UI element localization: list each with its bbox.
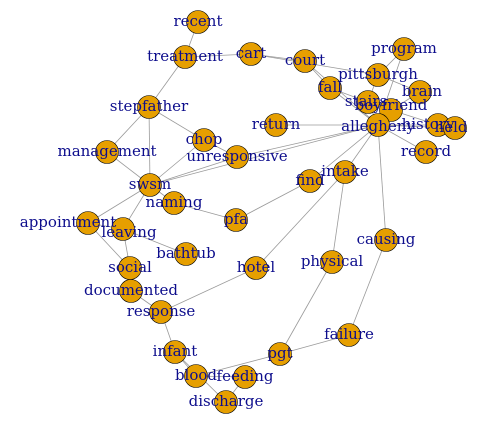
node-failure — [337, 323, 361, 347]
node-stepfather — [137, 95, 161, 119]
node-allegheny — [366, 113, 390, 137]
node-bathtub — [174, 242, 198, 266]
node-label-swsm: swsm — [129, 175, 171, 193]
node-label-physical: physical — [301, 252, 364, 270]
node-label-documented: documented — [84, 281, 178, 299]
node-pfa — [224, 208, 248, 232]
node-intake — [333, 160, 357, 184]
edge-pgt-blood — [195, 353, 281, 377]
edge-swsm-unresponsive — [149, 156, 238, 186]
edge-pfa-find — [235, 180, 311, 221]
node-label-pittsburgh: pittsburgh — [338, 65, 418, 83]
node-label-return: return — [252, 115, 301, 133]
edge-unresponsive-allegheny — [236, 124, 379, 158]
node-label-response: response — [127, 302, 196, 320]
edge-pgt-failure — [279, 334, 350, 355]
edge-find-allegheny — [309, 124, 379, 182]
label-layer: recent treatment cart court program pittsburg… — [20, 12, 468, 410]
node-label-social: social — [108, 258, 152, 276]
node-response — [149, 300, 173, 324]
node-recent — [186, 10, 210, 34]
node-label-hotel: hotel — [237, 258, 276, 276]
node-return — [264, 113, 288, 137]
node-label-management: management — [57, 142, 156, 160]
node-label-treatment: treatment — [147, 47, 223, 65]
node-label-naming: naming — [146, 193, 203, 211]
edge-physical-pgt — [279, 261, 333, 355]
node-fall — [318, 76, 342, 100]
node-label-recent: recent — [173, 12, 222, 30]
edge-intake-physical — [331, 171, 346, 263]
node-label-blood: blood — [175, 366, 217, 384]
node-documented — [119, 279, 143, 303]
node-treatment — [173, 45, 197, 69]
node-label-court: court — [285, 51, 325, 69]
node-cart — [239, 42, 263, 66]
node-label-find: find — [295, 171, 325, 189]
node-label-causing: causing — [357, 230, 416, 248]
edge-hotel-intake — [255, 171, 346, 269]
node-appointment — [76, 211, 100, 235]
node-find — [298, 169, 322, 193]
node-label-boyfriend: boyfriend — [355, 96, 428, 114]
edge-swsm-allegheny — [149, 124, 379, 186]
node-label-bathtub: bathtub — [156, 244, 216, 262]
edge-stepfather-swsm — [148, 106, 151, 186]
node-label-allegheny: allegheny — [341, 117, 415, 135]
node-label-history: history — [402, 115, 455, 133]
node-label-failure: failure — [324, 325, 374, 343]
edge-court-allegheny — [304, 60, 379, 126]
node-leaving — [111, 217, 135, 241]
node-held — [443, 116, 467, 140]
node-physical — [320, 250, 344, 274]
node-label-held: held — [435, 118, 468, 136]
node-program — [392, 37, 416, 61]
node-court — [293, 49, 317, 73]
node-swsm — [138, 173, 162, 197]
node-label-leaving: leaving — [101, 223, 157, 241]
node-management — [95, 140, 119, 164]
node-feeding — [233, 365, 257, 389]
node-naming — [162, 191, 186, 215]
node-infant — [163, 340, 187, 364]
node-label-intake: intake — [321, 162, 369, 180]
node-label-record: record — [401, 142, 452, 160]
node-label-fall: fall — [318, 78, 342, 96]
node-layer — [76, 10, 467, 414]
node-brain — [408, 80, 432, 104]
node-discharge — [214, 390, 238, 414]
node-label-discharge: discharge — [189, 392, 264, 410]
node-pittsburgh — [366, 63, 390, 87]
node-label-pgt: pgt — [267, 344, 292, 362]
edge-causing-allegheny — [377, 124, 387, 241]
node-chop — [192, 128, 216, 152]
node-hotel — [244, 256, 268, 280]
node-unresponsive — [225, 145, 249, 169]
node-label-appointment: appointment — [20, 213, 116, 231]
node-stairs — [356, 90, 380, 114]
node-label-stairs: stairs — [345, 92, 387, 110]
node-label-program: program — [371, 39, 437, 57]
edge-failure-causing — [348, 239, 387, 336]
edge-swsm-appointment — [87, 184, 151, 224]
node-label-unresponsive: unresponsive — [186, 147, 287, 165]
node-causing — [374, 228, 398, 252]
node-record — [414, 140, 438, 164]
node-label-infant: infant — [153, 342, 198, 360]
node-blood — [184, 364, 208, 388]
node-label-feeding: feeding — [217, 367, 274, 385]
node-label-cart: cart — [236, 44, 267, 62]
node-label-brain: brain — [402, 82, 443, 100]
node-label-chop: chop — [186, 130, 223, 148]
edge-response-hotel — [160, 267, 257, 313]
node-label-stepfather: stepfather — [110, 97, 189, 115]
node-pgt — [268, 342, 292, 366]
node-label-pfa: pfa — [224, 210, 248, 228]
